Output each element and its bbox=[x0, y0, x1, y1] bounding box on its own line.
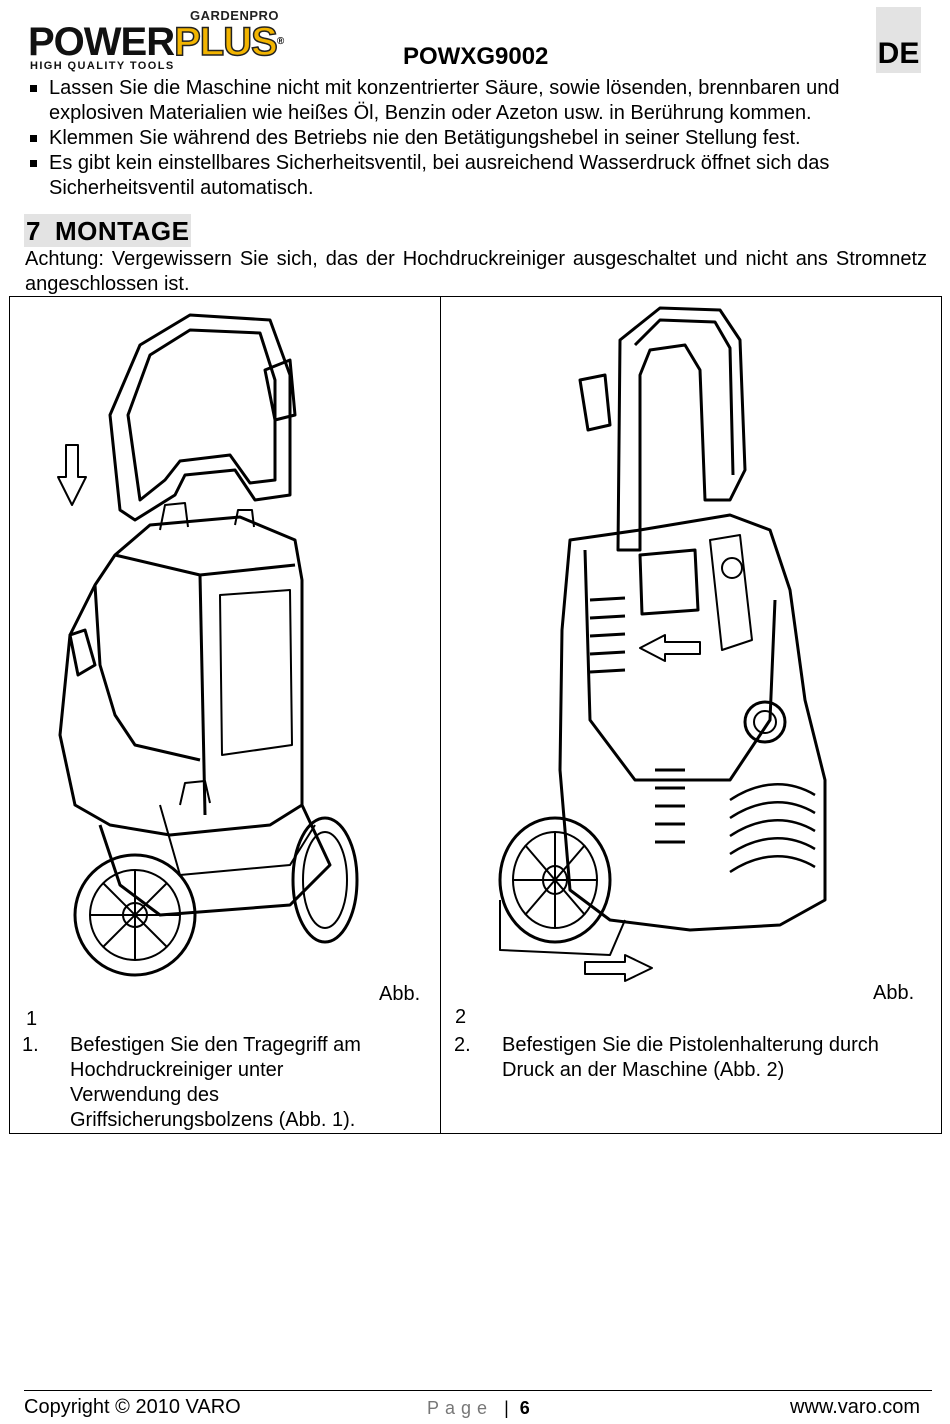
website-text: www.varo.com bbox=[790, 1396, 921, 1418]
logo-gardenpro-text: GARDENPRO bbox=[190, 8, 280, 23]
language-tab: DE bbox=[876, 7, 921, 73]
language-code: DE bbox=[877, 37, 920, 70]
figure-1-number: 1 bbox=[26, 1008, 38, 1030]
warning-paragraph: Achtung: Vergewissern Sie sich, das der … bbox=[25, 248, 927, 295]
step-1: 1. Befestigen Sie den Tragegriff am Hoch… bbox=[22, 1033, 422, 1133]
figure-2-number: 2 bbox=[455, 1006, 467, 1028]
step-1-number: 1. bbox=[22, 1034, 39, 1056]
footer-rule bbox=[24, 1390, 932, 1391]
page-word: Page bbox=[427, 1398, 494, 1418]
figure-2-illustration bbox=[498, 306, 827, 982]
copyright-text: Copyright © 2010 VARO bbox=[24, 1396, 241, 1418]
section-title: MONTAGE bbox=[54, 216, 190, 246]
figure-1-illustration bbox=[57, 313, 359, 977]
section-heading: 7 MONTAGE bbox=[24, 214, 192, 247]
step-2-text: Befestigen Sie die Pistolenhalterung dur… bbox=[502, 1034, 879, 1081]
table-divider bbox=[440, 296, 441, 1134]
figure-table bbox=[9, 296, 942, 1134]
bullet-item: Klemmen Sie während des Betriebs nie den… bbox=[27, 126, 907, 151]
registered-mark: ® bbox=[276, 36, 284, 47]
bullet-item: Es gibt kein einstellbares Sicherheitsve… bbox=[27, 151, 907, 201]
model-number: POWXG9002 bbox=[403, 43, 549, 70]
logo-power-text: POWER bbox=[28, 20, 175, 64]
figure-2-abb-label: Abb. bbox=[873, 982, 915, 1004]
page-separator: | bbox=[504, 1398, 509, 1418]
step-2-number: 2. bbox=[454, 1034, 471, 1056]
step-1-text: Befestigen Sie den Tragegriff am Hochdru… bbox=[70, 1034, 361, 1131]
page-indicator: Page | 6 bbox=[427, 1398, 530, 1419]
logo-tagline: HIGH QUALITY TOOLS bbox=[30, 60, 175, 72]
brand-logo: GARDENPRO POWERPLUS® HIGH QUALITY TOOLS bbox=[28, 8, 318, 72]
bullet-item: Lassen Sie die Maschine nicht mit konzen… bbox=[27, 76, 907, 126]
logo-wordmark: POWERPLUS® bbox=[28, 20, 284, 64]
figure-1-abb-label: Abb. bbox=[379, 983, 421, 1005]
logo-plus-text: PLUS bbox=[173, 20, 278, 64]
page-number: 6 bbox=[519, 1398, 530, 1418]
section-number: 7 bbox=[26, 216, 41, 246]
step-2: 2. Befestigen Sie die Pistolenhalterung … bbox=[454, 1033, 924, 1093]
safety-bullet-list: Lassen Sie die Maschine nicht mit konzen… bbox=[27, 76, 907, 201]
